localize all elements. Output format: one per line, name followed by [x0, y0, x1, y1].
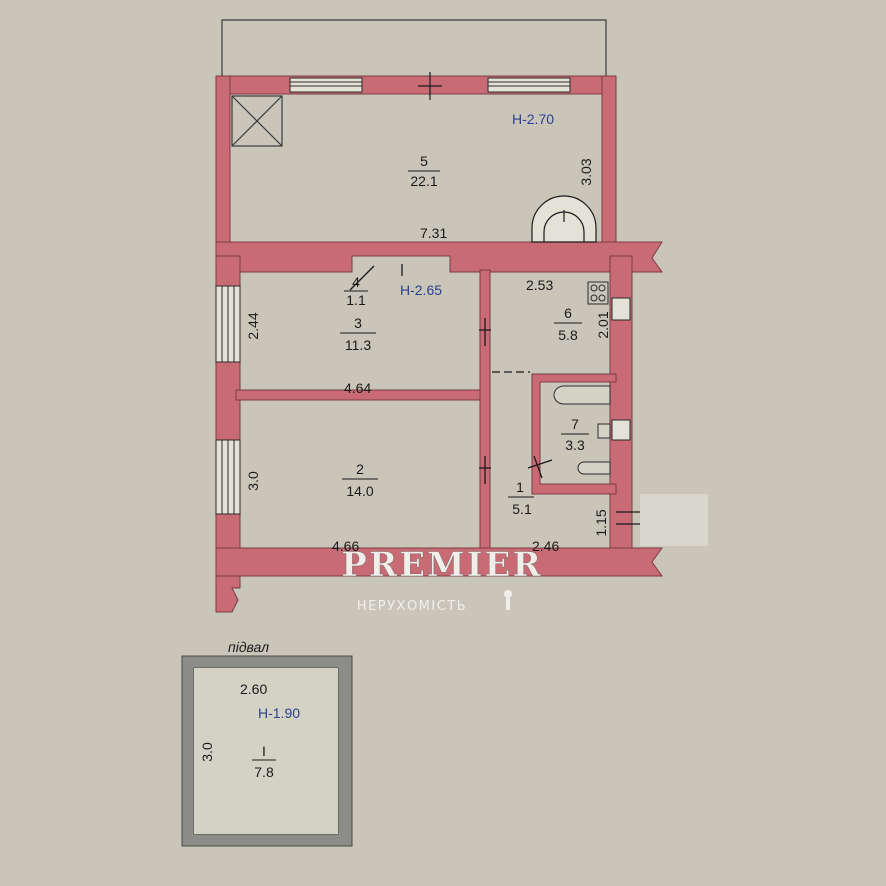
dimension-label: 2.46: [532, 538, 559, 554]
doors: [349, 264, 640, 525]
toilet-icon: [577, 461, 611, 475]
balcony-outline: [221, 19, 607, 76]
window-top-right: [487, 77, 571, 93]
dimension-label: 4.64: [344, 380, 371, 396]
wall-bathroom: [531, 373, 617, 495]
kitchen-hob: [587, 281, 609, 305]
room-area: 5.8: [558, 327, 578, 343]
wall-middle: [215, 241, 663, 273]
room-5-label: 5 22.1: [408, 153, 440, 189]
room-number: 6: [564, 305, 572, 321]
room-6-label: 6 5.8: [554, 305, 582, 343]
watermark: PREMIER НЕРУХОМІСТЬ: [341, 545, 542, 614]
room-area: 5.1: [512, 501, 532, 517]
dimension-label: 7.31: [420, 225, 447, 241]
bathtub-icon: [553, 385, 611, 405]
room-area: 3.3: [565, 437, 585, 453]
dimension-label: 1.15: [593, 509, 609, 536]
room-area: 14.0: [346, 483, 373, 499]
wall-right-upper: [601, 75, 617, 259]
stove-arch: [531, 195, 597, 243]
bathroom-fixtures: [553, 385, 611, 475]
windows: [215, 77, 631, 515]
window-bath: [611, 419, 631, 441]
watermark-subtitle: НЕРУХОМІСТЬ: [357, 599, 467, 614]
room-number: 4: [352, 274, 360, 290]
room-7-label: 7 3.3: [561, 416, 589, 453]
room-4-label: 4 1.1: [344, 274, 368, 308]
watermark-brand: PREMIER: [341, 545, 542, 585]
basement-title: підвал: [228, 639, 269, 655]
room-area: 22.1: [410, 173, 437, 189]
dimension-label: 3.0: [199, 742, 215, 762]
ceiling-height-main: H-2.70: [512, 111, 554, 127]
dimension-label: 4.66: [332, 538, 359, 554]
ceiling-height-basement: H-1.90: [258, 705, 300, 721]
dimension-label: 2.01: [595, 311, 611, 338]
room-number: 1: [516, 479, 524, 495]
room-number: 3: [354, 315, 362, 331]
basement-room: [194, 668, 338, 834]
room-area: 11.3: [345, 337, 371, 353]
room-area: 1.1: [346, 292, 366, 308]
wall-partition-vertical: [479, 269, 491, 551]
window-kitchen: [611, 297, 631, 321]
dimension-label: 2.53: [526, 277, 553, 293]
sink-icon: [597, 423, 611, 439]
room-area: 7.8: [254, 764, 274, 780]
room-1-label: 1 5.1: [508, 479, 534, 517]
room-number: 7: [571, 416, 579, 432]
wall-bottom: [215, 547, 663, 577]
wall-left-upper: [215, 75, 231, 257]
room-2-label: 2 14.0: [342, 461, 378, 499]
room-number: 5: [420, 153, 428, 169]
room-3-label: 3 11.3: [340, 315, 376, 353]
basement-room-label: I 7.8: [252, 743, 276, 780]
dimension-label: 3.0: [245, 471, 261, 491]
dimension-label: 3.03: [578, 158, 594, 185]
ceiling-height-hall: H-2.65: [400, 282, 442, 298]
adjacent-block: [640, 494, 708, 546]
room-number: 2: [356, 461, 364, 477]
room-number: I: [262, 743, 266, 759]
dimension-label: 2.60: [240, 681, 267, 697]
balcony-door: [418, 72, 442, 100]
ventilation-shaft: [231, 95, 283, 147]
dimension-label: 2.44: [245, 312, 261, 339]
window-top-left: [289, 77, 363, 93]
person-key-icon: [504, 590, 512, 610]
